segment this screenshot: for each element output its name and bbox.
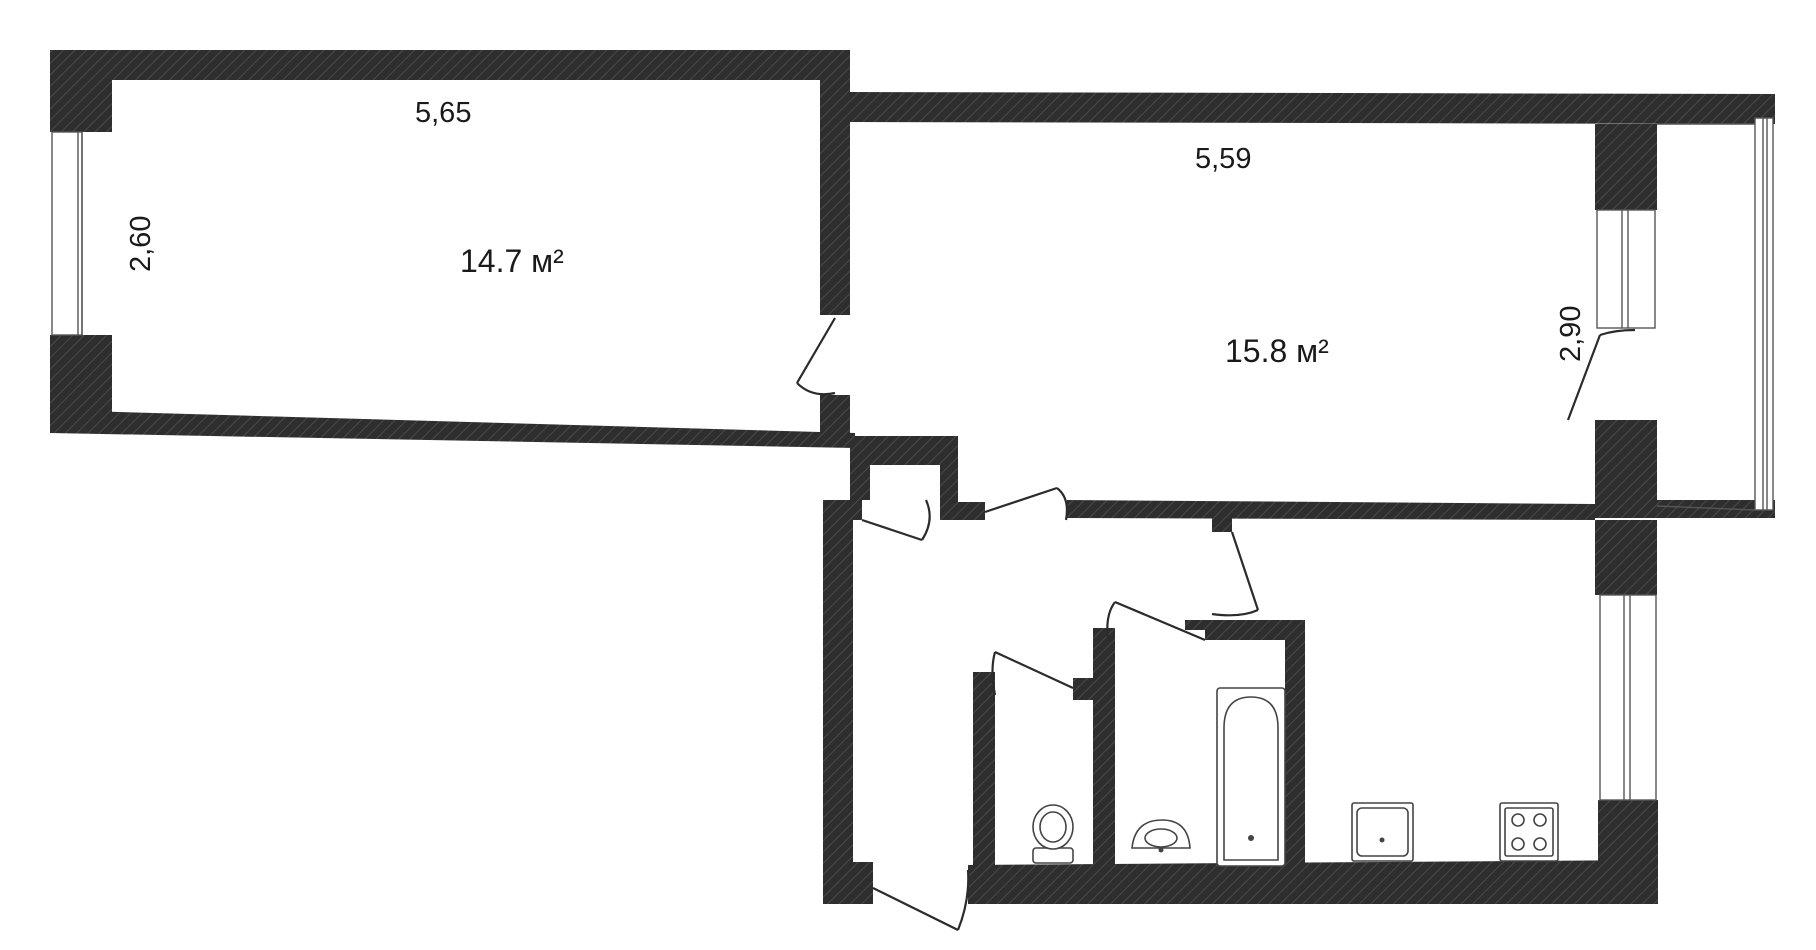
windows <box>51 117 1774 801</box>
wall-right-room-pier-bottom <box>1595 420 1657 506</box>
labels: 5,65 2,60 14.7 м² 5,59 2,90 15.8 м² <box>125 97 1587 369</box>
toilet-icon <box>1032 804 1074 864</box>
window-icon <box>1596 209 1656 329</box>
wall-right-room-bottom <box>1067 500 1595 520</box>
door-swing-icon <box>1106 600 1206 642</box>
room-left-width-label: 2,60 <box>125 216 157 272</box>
wall-bottom <box>968 860 1658 904</box>
wall-right-room-bottom-end <box>1595 500 1775 518</box>
wall-right-room-top <box>850 92 1775 124</box>
bathtub-icon <box>1216 687 1286 867</box>
wall-corridor-left-bottom <box>823 862 873 904</box>
wall-left-room-top <box>50 50 850 84</box>
wall-left-room-outer-top <box>50 50 112 132</box>
wall-corridor-left <box>823 500 853 890</box>
door-swing-icon <box>872 869 970 931</box>
wall-bath-nub <box>1212 518 1232 532</box>
walls <box>50 50 1775 904</box>
room-right-length-label: 5,59 <box>1195 143 1251 175</box>
wall-left-room-bottom <box>50 410 855 448</box>
door-swing-icon <box>1211 531 1260 617</box>
doors <box>796 317 1636 931</box>
wall-wc-left <box>973 672 995 870</box>
door-swing-icon <box>984 486 1069 521</box>
door-swing-icon <box>796 317 836 396</box>
window-icon <box>1599 594 1657 801</box>
wall-wc-right <box>1073 678 1095 700</box>
room-right-area-label: 15.8 м² <box>1225 333 1329 369</box>
wall-left-room-right-lower <box>820 395 850 433</box>
wall-bath-left <box>1093 628 1115 870</box>
wall-left-room-right-upper <box>820 50 850 315</box>
wall-right-room-pier-top <box>1595 124 1657 210</box>
room-right-width-label: 2,90 <box>1555 306 1587 362</box>
room-left-area-label: 14.7 м² <box>460 243 564 279</box>
door-swing-icon <box>861 499 931 542</box>
sink-icon <box>1131 819 1191 853</box>
wall-corridor-block <box>850 436 985 520</box>
wall-right-room-far-right <box>1755 94 1775 124</box>
stove-icon <box>1499 802 1559 862</box>
kitchen-sink-icon <box>1351 802 1414 862</box>
door-swing-icon <box>991 651 1074 696</box>
wall-right-room-pier-mid <box>1595 520 1657 595</box>
room-left-length-label: 5,65 <box>415 97 471 129</box>
window-icon <box>51 131 83 336</box>
fixtures <box>1032 687 1559 867</box>
door-swing-icon <box>1566 328 1636 421</box>
wall-bath-top <box>1185 620 1305 870</box>
window-icon <box>1754 117 1774 511</box>
